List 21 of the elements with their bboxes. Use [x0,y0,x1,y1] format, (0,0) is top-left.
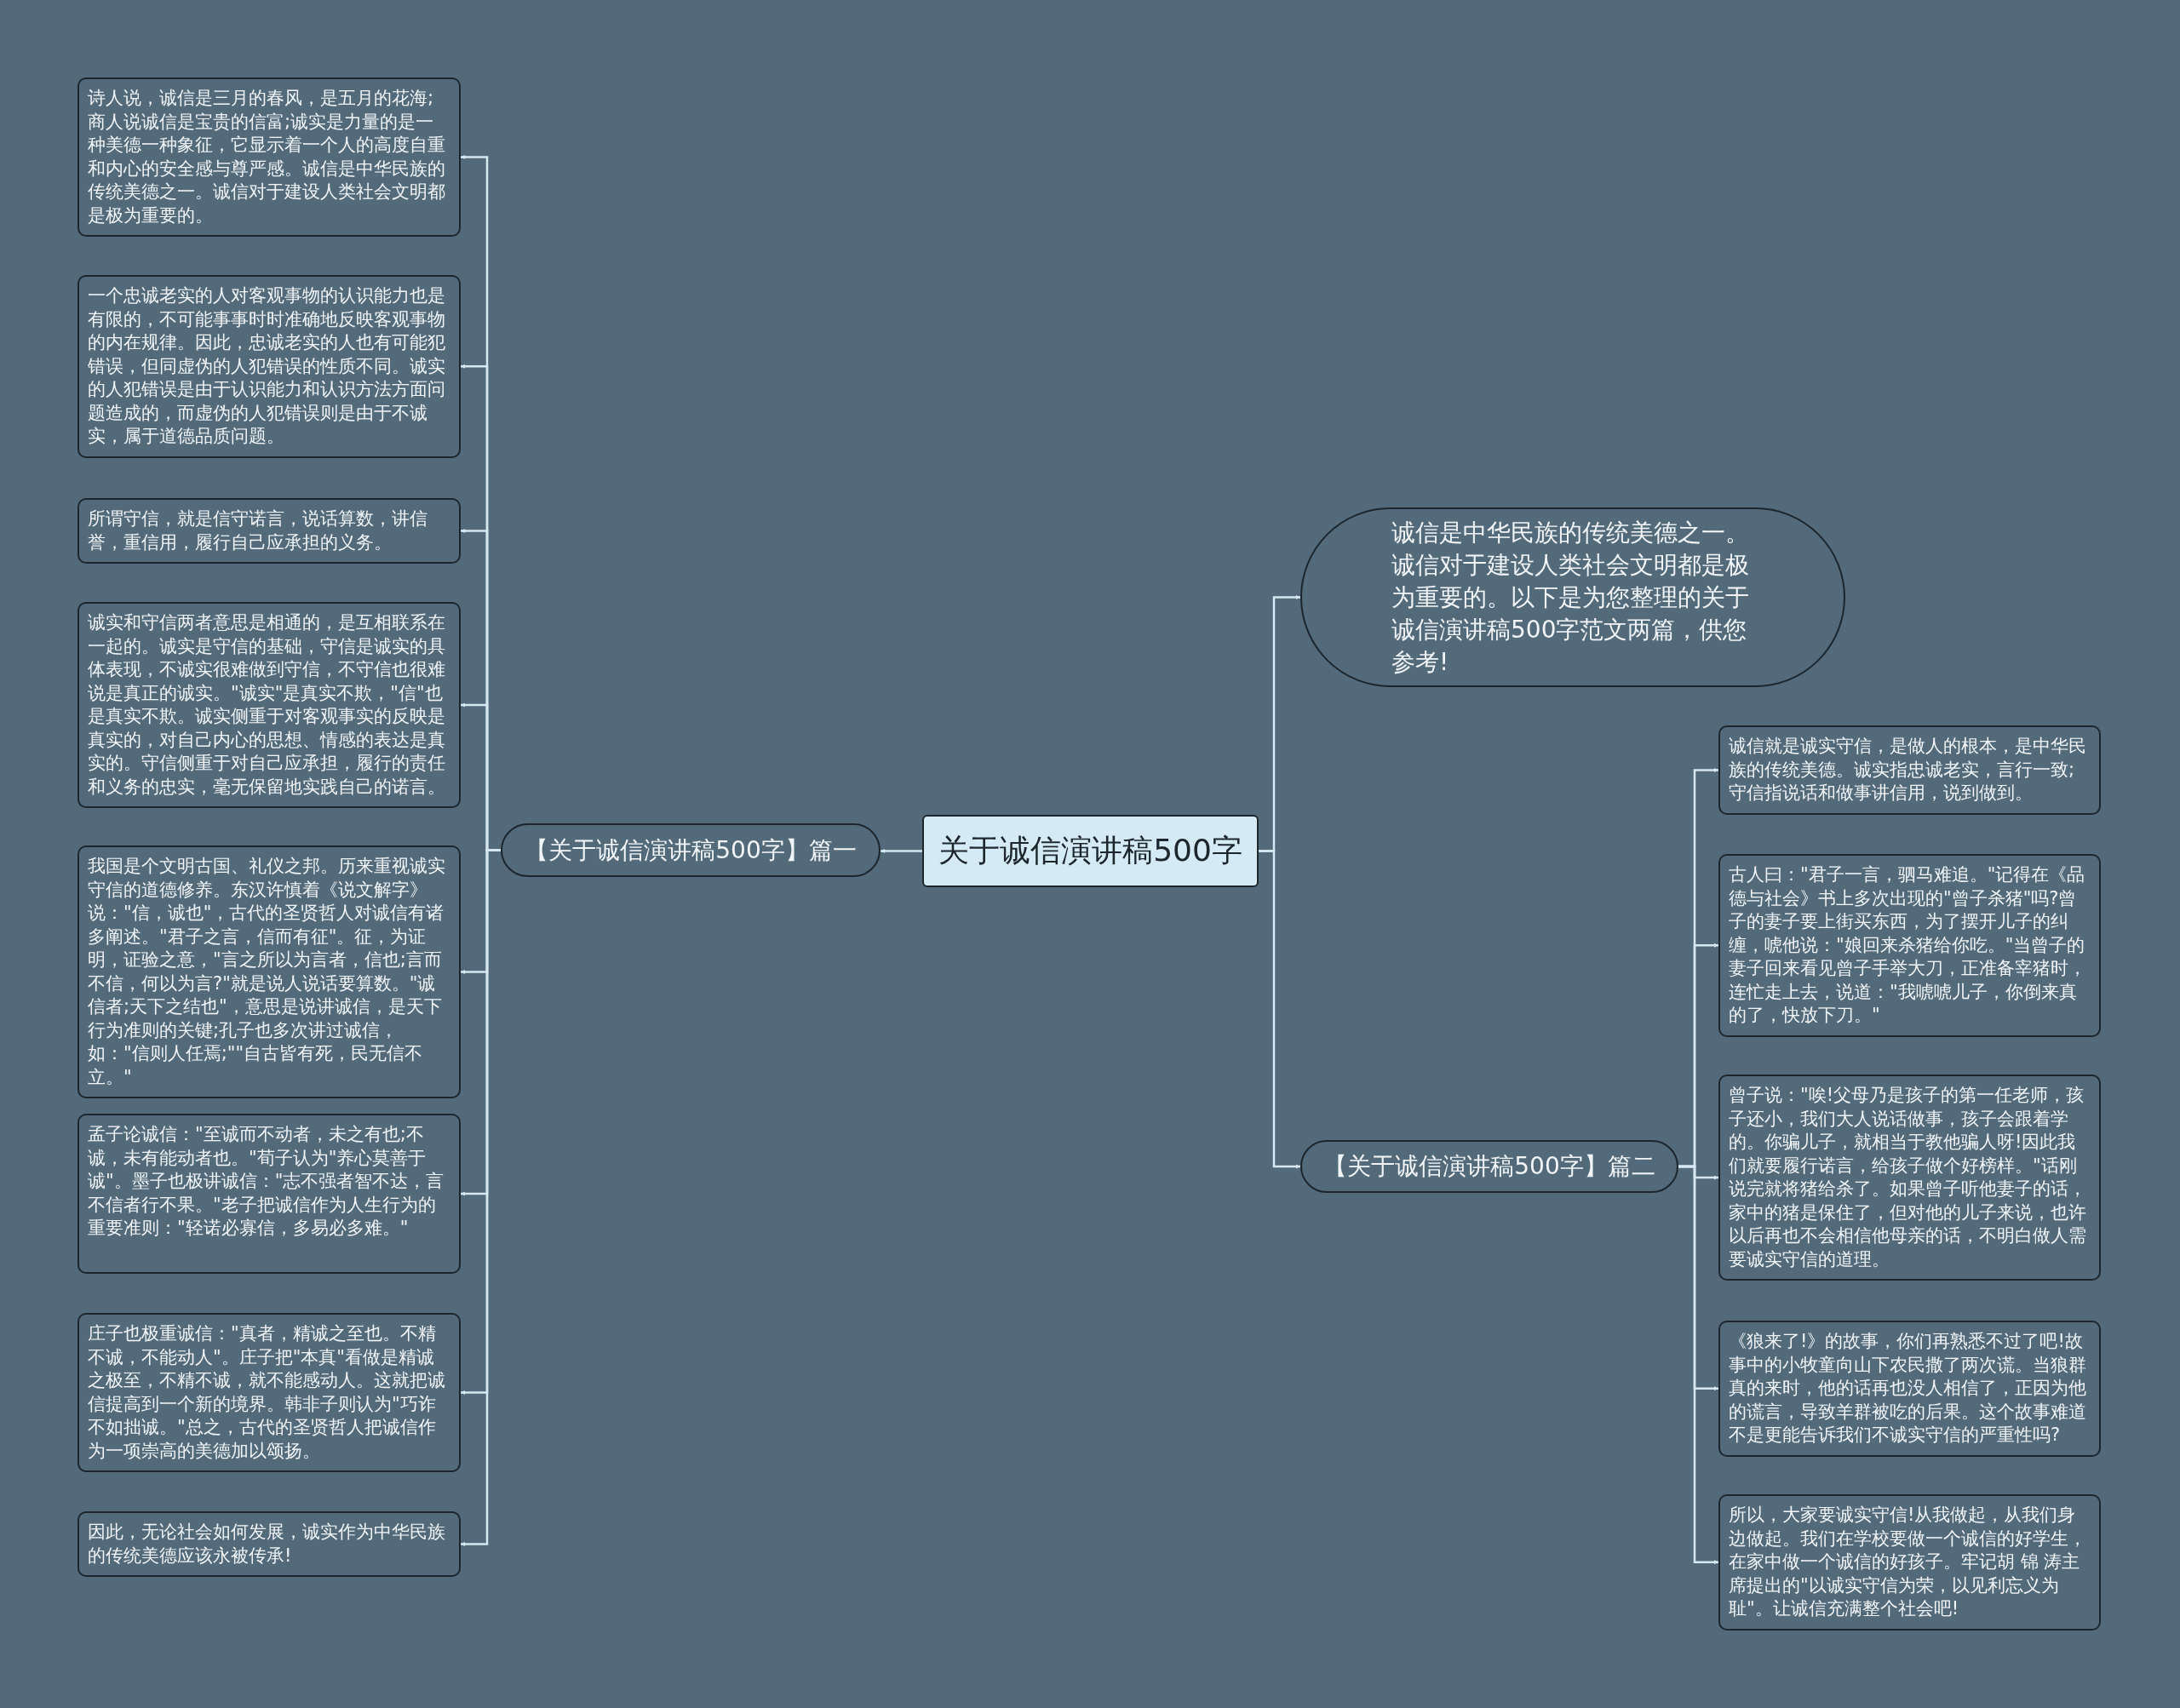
branch-pill: 【关于诚信演讲稿500字】篇二 [1300,1140,1678,1193]
text-card: 庄子也极重诚信："真者，精诚之至也。不精不诚，不能动人"。庄子把"本真"看做是精诚之极至，不精不诚，就不能感动人。这就把诚信提高到一个新的境界。韩非子则认为"巧诈不如拙诚。"总之，古代的圣贤哲人把诚信作为一项崇高的美德加以颂扬。 [77,1313,461,1472]
connector-arrow [461,849,501,1546]
text-card: 诚实和守信两者意思是相通的，是互相联系在一起的。诚实是守信的基础，守信是诚实的具体表现，不诚实很难做到守信，不守信也很难说是真正的诚实。"诚实"是真实不欺，"信"也是真实不欺。诚实侧重于对客观事实的反映是真实的，对自己内心的思想、情感的表达是真实的。守信侧重于对自己应承担，履行的责任和义务的忠实，毫无保留地实践自己的诺言。 [77,602,461,808]
text-card: 我国是个文明古国、礼仪之邦。历来重视诚实守信的道德修养。东汉许慎着《说文解字》说："信，诚也"，古代的圣贤哲人对诚信有诸多阐述。"君子之言，信而有征"。征，为证明，证验之意，"言之所以为言者，信也;言而不信，何以为言?"就是说人说话要算数。"诚信者;天下之结也"，意思是说讲诚信，是天下行为准则的关键;孔子也多次讲过诚信，如："信则人任焉;""自古皆有死，民无信不立。" [77,845,461,1098]
topic-box: 关于诚信演讲稿500字 [922,815,1259,887]
text-card: 因此，无论社会如何发展，诚实作为中华民族的传统美德应该永被传承! [77,1511,461,1577]
connector-arrow [881,849,922,853]
text-card: 古人曰："君子一言，驷马难追。"记得在《品德与社会》书上多次出现的"曾子杀猪"吗?曾子的妻子要上街买东西，为了摆开儿子的纠缠，唬他说："娘回来杀猪给你吃。"当曾子的妻子回来看见曾子手举大刀，正准备宰猪时，连忙走上去，说道："我唬唬儿子，你倒来真的了，快放下刀。" [1718,854,2101,1037]
branch-pill: 【关于诚信演讲稿500字】篇一 [501,823,881,877]
text-card: 所以，大家要诚实守信!从我做起，从我们身边做起。我们在学校要做一个诚信的好学生，在家中做一个诚信的好孩子。牢记胡 锦 涛主席提出的"以诚实守信为荣，以见利忘义为耻"。让诚信充满整个社会吧! [1718,1494,2101,1631]
text-card: 诚信就是诚实守信，是做人的根本，是中华民族的传统美德。诚实指忠诚老实，言行一致;守信指说话和做事讲信用，说到做到。 [1718,725,2101,815]
text-card: 《狼来了!》的故事，你们再熟悉不过了吧!故事中的小牧童向山下农民撒了两次谎。当狼群真的来时，他的话再也没人相信了，正因为他的谎言，导致羊群被吃的后果。这个故事难道不是更能告诉我们不诚实守信的严重性吗? [1718,1321,2101,1457]
connector-arrow [1678,1165,1718,1565]
text-card: 曾子说："唉!父母乃是孩子的第一任老师，孩子还小，我们大人说话做事，孩子会跟着学的。你骗儿子，就相当于教他骗人呀!因此我们就要履行诺言，给孩子做个好榜样。"话刚说完就将猪给杀了。如果曾子听他妻子的话，家中的猪是保住了，但对他的儿子来说，也许以后再也不会相信他母亲的话，不明白做人需要诚实守信的道理。 [1718,1075,2101,1281]
text-card: 所谓守信，就是信守诺言，说话算数，讲信誉，重信用，履行自己应承担的义务。 [77,498,461,564]
text-card: 诗人说，诚信是三月的春风，是五月的花海;商人说诚信是宝贵的信富;诚实是力量的是一种美德一种象征，它显示着一个人的高度自重和内心的安全感与尊严感。诚信是中华民族的传统美德之一。诚信对于建设人类社会文明都是极为重要的。 [77,77,461,237]
text-card: 孟子论诚信："至诚而不动者，未之有也;不诚，未有能动者也。"荀子认为"养心莫善于诚"。墨子也极讲诚信："志不强者智不达，言不信者行不果。"老子把诚信作为人生行为的重要准则："轻诺必寡信，多易必多难。" [77,1114,461,1274]
text-card: 一个忠诚老实的人对客观事物的认识能力也是有限的，不可能事事时时准确地反映客观事物的内在规律。因此，忠诚老实的人也有可能犯错误，但同虚伪的人犯错误的性质不同。诚实的人犯错误是由于认识能力和认识方法方面问题造成的，而虚伪的人犯错误则是由于不诚实，属于道德品质问题。 [77,275,461,458]
connector-arrow [1259,850,1300,1169]
intro-bubble: 诚信是中华民族的传统美德之一。诚信对于建设人类社会文明都是极为重要的。以下是为您整理的关于诚信演讲稿500字范文两篇，供您参考! [1300,507,1845,687]
